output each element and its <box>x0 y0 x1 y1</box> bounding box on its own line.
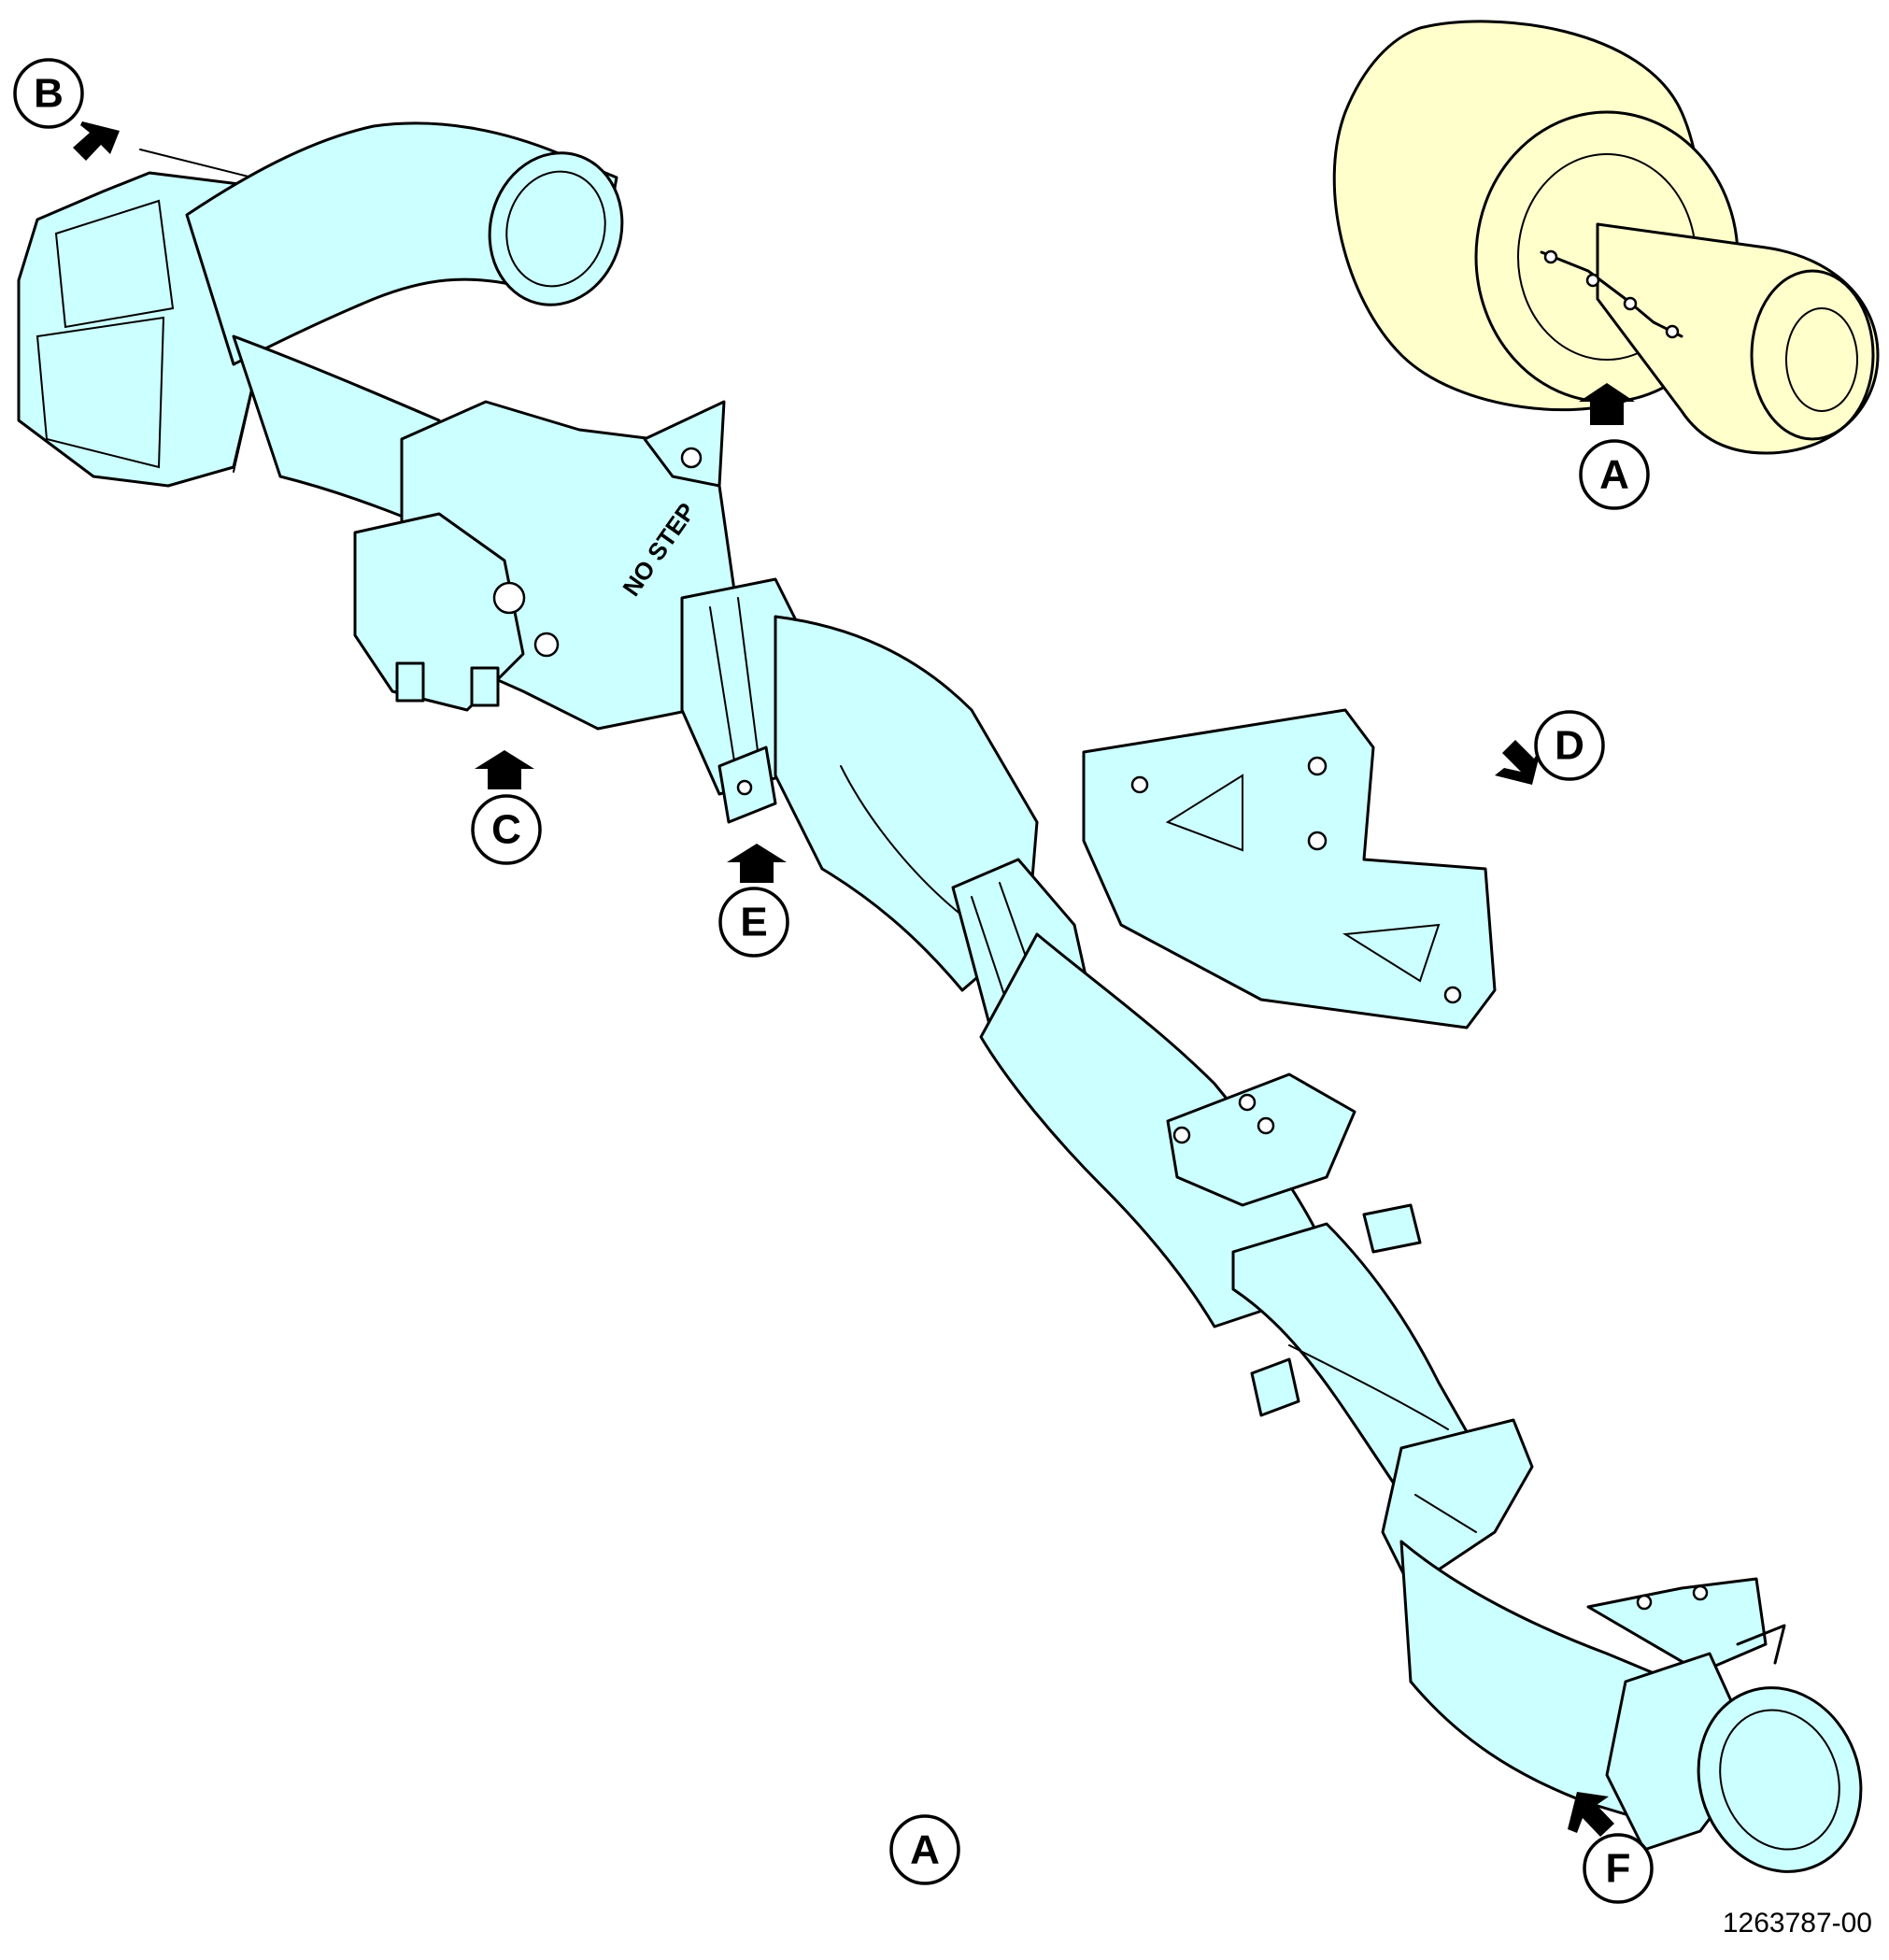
outlet-clamp-handle <box>1736 1624 1786 1665</box>
callout-A-detail: A <box>1579 383 1650 510</box>
callout-label-C: C <box>491 807 521 853</box>
outlet-bracket <box>1586 1577 1768 1674</box>
view-arrow-F <box>1568 1792 1614 1837</box>
lower-duct-bracket-2 <box>1381 1418 1534 1590</box>
lower-duct-bracket-1 <box>1166 1072 1356 1207</box>
valve-connector-2 <box>470 666 500 707</box>
engine-exhaust-inner <box>1785 307 1858 412</box>
lower-side-clip <box>1250 1357 1300 1417</box>
callout-B: B <box>13 58 120 161</box>
callout-label-A-main: A <box>910 1827 940 1873</box>
view-arrow-D <box>1495 740 1541 785</box>
callout-C: C <box>471 750 542 865</box>
view-arrow-C <box>475 750 534 789</box>
view-arrow-E <box>727 844 787 883</box>
callout-label-B: B <box>34 71 64 117</box>
valve-mount-plate <box>643 400 726 488</box>
callout-A-main: A <box>889 1814 960 1885</box>
callout-label-D: D <box>1555 723 1584 769</box>
side-clip <box>1362 1203 1422 1254</box>
callout-E: E <box>718 844 789 958</box>
support-bracket <box>1082 708 1497 1030</box>
callout-F: F <box>1568 1792 1654 1904</box>
view-arrow-B <box>73 121 120 161</box>
callout-label-F: F <box>1606 1846 1631 1892</box>
valve-connector-1 <box>395 661 425 703</box>
view-arrow-A-detail <box>1579 383 1635 425</box>
callout-label-E: E <box>740 900 767 945</box>
figure-number: 1263787-00 <box>1722 1908 1872 1939</box>
callout-label-A-detail: A <box>1599 452 1629 498</box>
callout-D: D <box>1495 710 1605 785</box>
engine-exhaust-nozzle <box>1750 269 1875 441</box>
bleed-air-duct-assembly: NO STEP <box>17 121 1863 1873</box>
engine-locator-view <box>1332 20 1880 455</box>
